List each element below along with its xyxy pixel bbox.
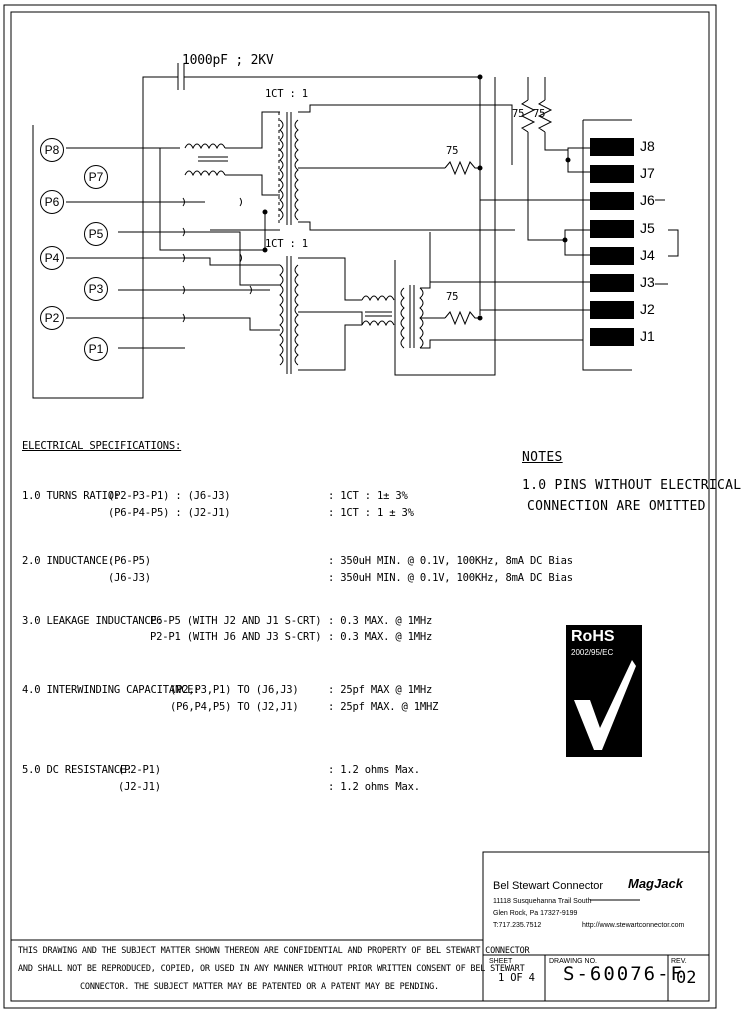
pin-p2: P2	[40, 306, 64, 330]
spec-2-label: 2.0 INDUCTANCE:	[22, 555, 114, 567]
confidential-line-1: THIS DRAWING AND THE SUBJECT MATTER SHOW…	[18, 946, 530, 956]
pin-p4: P4	[40, 246, 64, 270]
left-connector-outline	[32, 76, 178, 399]
resistor-label: 75	[446, 291, 459, 303]
spec-1-value-b: : 1CT : 1 ± 3%	[328, 507, 414, 519]
bottom-turns-ratio-label: 1CT : 1	[265, 238, 308, 250]
resistor-label: 75	[533, 108, 546, 120]
drawing-no-value: S-60076-F	[563, 963, 684, 985]
pin-p5: P5	[84, 222, 108, 246]
company-name: Bel Stewart Connector	[493, 880, 604, 892]
pin-label-j1: J1	[640, 328, 655, 344]
magjack-logo: MagJack	[628, 876, 683, 891]
pin-p8: P8	[40, 138, 64, 162]
spec-4-a: (P2,P3,P1) TO (J6,J3)	[170, 684, 299, 696]
spec-1-value-a: : 1CT : 1± 3%	[328, 490, 408, 502]
outer-border	[3, 4, 717, 1009]
pin-block-j8	[590, 138, 634, 156]
rohs-checkmark	[574, 660, 636, 750]
spec-1-label: 1.0 TURNS RATIO:	[22, 490, 120, 502]
pin-label-j5: J5	[640, 220, 655, 236]
spec-5-value-b: : 1.2 ohms Max.	[328, 781, 420, 793]
spec-2-b: (J6-J3)	[108, 572, 151, 584]
resistor-zigzag	[444, 160, 480, 176]
capacitor-label: 1000pF ; 2KV	[182, 53, 274, 68]
rev-label: REV.	[671, 958, 687, 965]
spec-4-b: (P6,P4,P5) TO (J2,J1)	[170, 701, 299, 713]
schematic	[3, 4, 717, 1009]
pin-label-j6: J6	[640, 192, 655, 208]
confidential-line-3: CONNECTOR. THE SUBJECT MATTER MAY BE PAT…	[80, 982, 439, 992]
pin-label-j4: J4	[640, 247, 655, 263]
resistor-zigzag	[520, 99, 536, 133]
spec-3-b: P2-P1 (WITH J6 AND J3 S-CRT)	[150, 631, 322, 643]
spec-5-value-a: : 1.2 ohms Max.	[328, 764, 420, 776]
spec-4-label: 4.0 INTERWINDING CAPACITANCE:	[22, 684, 200, 696]
notes-line-2: CONNECTION ARE OMITTED	[527, 499, 706, 514]
spec-2-a: (P6-P5)	[108, 555, 151, 567]
spec-1-a: (P2-P3-P1) : (J6-J3)	[108, 490, 231, 502]
drawing-sheet: 1000pF ; 2KV 1CT : 1 1CT : 1 75 75 75 75…	[3, 4, 741, 1009]
drawing-no-label: DRAWING NO.	[549, 958, 597, 965]
pin-block-j2	[590, 301, 634, 319]
company-address-1: 11118 Susquehanna Trail South	[493, 898, 592, 905]
pin-p1: P1	[84, 337, 108, 361]
spec-3-value-a: : 0.3 MAX. @ 1MHz	[328, 615, 433, 627]
notes-title: NOTES	[522, 450, 563, 465]
title-block	[482, 851, 710, 1002]
confidential-line-2: AND SHALL NOT BE REPRODUCED, COPIED, OR …	[18, 964, 525, 974]
company-address-2: Glen Rock, Pa 17327-9199	[493, 910, 578, 917]
rev-value: 02	[676, 968, 697, 988]
company-url: http://www.stewartconnector.com	[582, 922, 685, 929]
pin-label-j8: J8	[640, 138, 655, 154]
spec-5-label: 5.0 DC RESISTANCE:	[22, 764, 133, 776]
top-turns-ratio-label: 1CT : 1	[265, 88, 308, 100]
spec-3-value-b: : 0.3 MAX. @ 1MHz	[328, 631, 433, 643]
pin-p6: P6	[40, 190, 64, 214]
pin-p3: P3	[84, 277, 108, 301]
spec-5-a: (P2-P1)	[118, 764, 161, 776]
pin-label-j2: J2	[640, 301, 655, 317]
right-connector-outline	[582, 120, 632, 371]
pin-label-j7: J7	[640, 165, 655, 181]
pin-block-j3	[590, 274, 634, 292]
pin-block-j4	[590, 247, 634, 265]
pin-p7: P7	[84, 165, 108, 189]
spec-4-value-b: : 25pf MAX. @ 1MHZ	[328, 701, 439, 713]
pin-block-j7	[590, 165, 634, 183]
sheet-label: SHEET	[489, 958, 513, 965]
spec-2-value-a: : 350uH MIN. @ 0.1V, 100KHz, 8mA DC Bias	[328, 555, 573, 567]
resistor-label: 75	[512, 108, 525, 120]
inner-border	[10, 11, 710, 1002]
pin-block-j6	[590, 192, 634, 210]
spec-4-value-a: : 25pf MAX @ 1MHz	[328, 684, 433, 696]
spec-3-label: 3.0 LEAKAGE INDUCTANCE:	[22, 615, 163, 627]
resistor-label: 75	[446, 145, 459, 157]
rohs-title: RoHS	[571, 628, 615, 645]
spec-1-b: (P6-P4-P5) : (J2-J1)	[108, 507, 231, 519]
resistor-zigzag	[537, 99, 553, 133]
spec-5-b: (J2-J1)	[118, 781, 161, 793]
spec-2-value-b: : 350uH MIN. @ 0.1V, 100KHz, 8mA DC Bias	[328, 572, 573, 584]
notes-line-1: 1.0 PINS WITHOUT ELECTRICAL	[522, 478, 741, 493]
pin-block-j1	[590, 328, 634, 346]
spec-3-a: P6-P5 (WITH J2 AND J1 S-CRT)	[150, 615, 322, 627]
company-phone: T:717.235.7512	[493, 922, 542, 929]
pin-label-j3: J3	[640, 274, 655, 290]
resistor-zigzag	[444, 310, 480, 326]
pin-block-j5	[590, 220, 634, 238]
specs-heading: ELECTRICAL SPECIFICATIONS:	[22, 440, 182, 452]
sheet-value: 1 OF 4	[498, 972, 535, 984]
rohs-subtitle: 2002/95/EC	[571, 648, 614, 657]
